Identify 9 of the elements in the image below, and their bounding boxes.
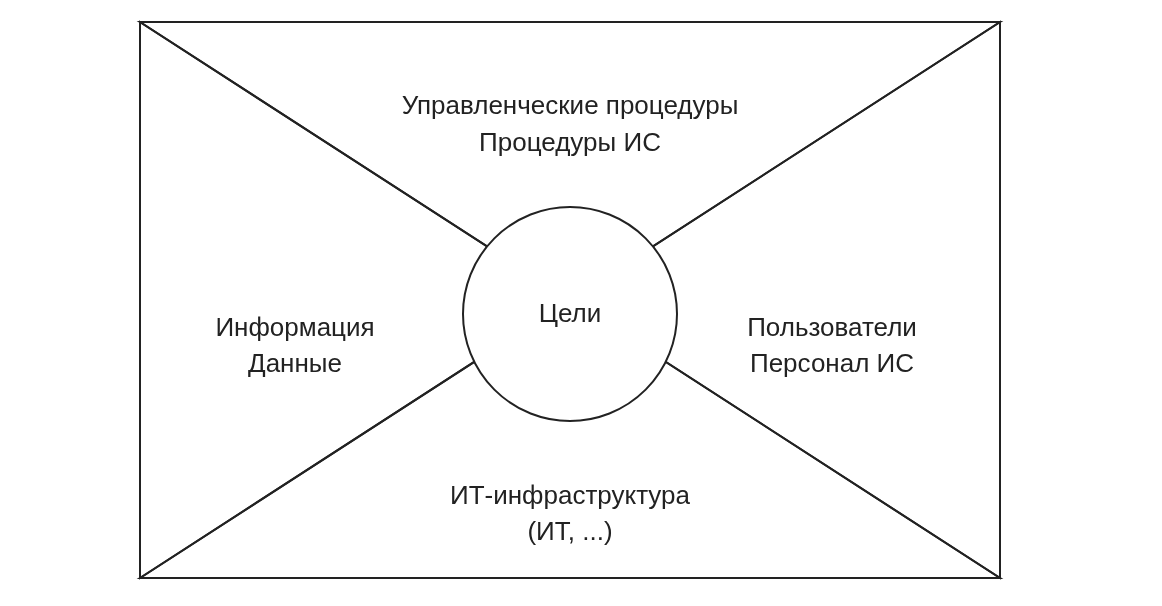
segment-label: Пользователи (747, 312, 917, 343)
segment-label: ИТ-инфраструктура (450, 480, 690, 511)
segment-label: Данные (248, 348, 342, 379)
segment-label: Персонал ИС (750, 348, 914, 379)
segment-label: Информация (215, 312, 375, 343)
circle-label: Цели (538, 298, 602, 329)
segment-label: Управленческие процедуры (401, 90, 739, 121)
segment-label: (ИТ, ...) (527, 516, 613, 547)
segment-label: Процедуры ИС (479, 127, 661, 158)
